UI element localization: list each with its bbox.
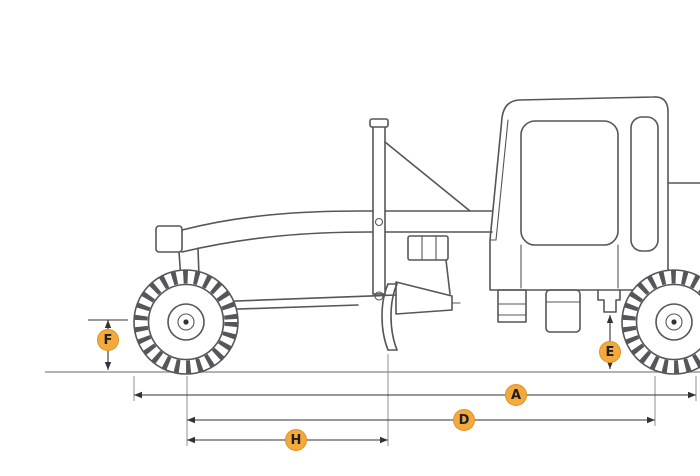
dimension-a (134, 391, 696, 399)
front-wheel (133, 269, 239, 375)
dimension-lines (88, 315, 697, 446)
dimension-label-f: F (97, 329, 119, 351)
grader-drawing (133, 96, 700, 375)
lift-cylinder (407, 235, 451, 295)
door-window (520, 120, 619, 246)
fuel-tank (545, 289, 581, 333)
cab-step (497, 289, 527, 323)
front-hub-center (183, 319, 189, 325)
cab (489, 96, 669, 291)
ground-clearance-bracket (597, 289, 621, 313)
blade (381, 283, 398, 351)
rear-wheel (621, 269, 700, 375)
rear-hub-center (671, 319, 677, 325)
dimension-label-a: A (505, 384, 527, 406)
extension-lines (133, 354, 697, 446)
drawbar (209, 281, 461, 315)
dimension-d (187, 416, 655, 424)
dimension-label-h: H (285, 429, 307, 451)
dimension-label-d: D (453, 409, 475, 431)
lift-mast (369, 118, 471, 301)
rear-window (630, 116, 659, 252)
dimension-label-e: E (599, 341, 621, 363)
